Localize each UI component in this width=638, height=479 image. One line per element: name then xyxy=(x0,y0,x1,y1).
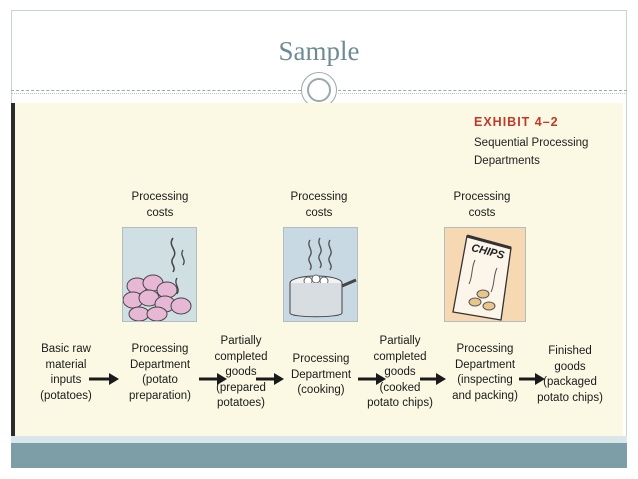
slide-title: Sample xyxy=(278,36,360,66)
flow-arrow-6 xyxy=(519,373,545,385)
partial-goods-cooked-label: Partially completed goods (cooked potato… xyxy=(367,335,433,409)
title-divider-left-dotted xyxy=(11,93,301,94)
finished-goods-label: Finished goods (packaged potato chips) xyxy=(537,345,603,404)
flow-arrow-4 xyxy=(358,373,386,385)
exhibit-caption-line: Departments xyxy=(474,155,540,167)
flow-arrow-5 xyxy=(420,373,446,385)
chips-bag-icon xyxy=(445,228,525,321)
potatoes-icon xyxy=(122,228,196,322)
title-divider-right xyxy=(338,90,627,91)
exhibit-caption-line: Sequential Processing xyxy=(474,137,589,149)
partial-goods-prepared-label: Partially completed goods (prepared pota… xyxy=(214,335,268,409)
dept-inspecting-packing-label: Processing Department (inspecting and pa… xyxy=(452,343,518,402)
title-divider-right-dotted xyxy=(338,93,627,94)
exhibit-side-border xyxy=(11,103,15,436)
title-divider-left xyxy=(11,90,301,91)
footer-bar xyxy=(11,443,627,468)
exhibit-number: EXHIBIT 4–2 xyxy=(474,115,559,129)
flow-arrow-1 xyxy=(89,373,119,385)
cooking-pot-icon xyxy=(284,228,357,321)
raw-materials-label: Basic raw material inputs (potatoes) xyxy=(40,343,92,402)
dept-cooking-label: Processing Department (cooking) xyxy=(290,353,352,396)
cooking-pot-illustration xyxy=(283,227,358,322)
flow-arrow-2 xyxy=(199,373,227,385)
exhibit-caption: Sequential Processing Departments xyxy=(474,134,588,170)
dept-potato-prep-label: Processing Department (potato preparatio… xyxy=(128,343,191,402)
chips-bag-illustration: CHIPS xyxy=(444,227,526,322)
potatoes-illustration xyxy=(122,227,197,322)
flow-arrow-3 xyxy=(256,373,284,385)
bottom-band xyxy=(11,436,627,443)
circle-ornament-icon xyxy=(301,72,337,108)
